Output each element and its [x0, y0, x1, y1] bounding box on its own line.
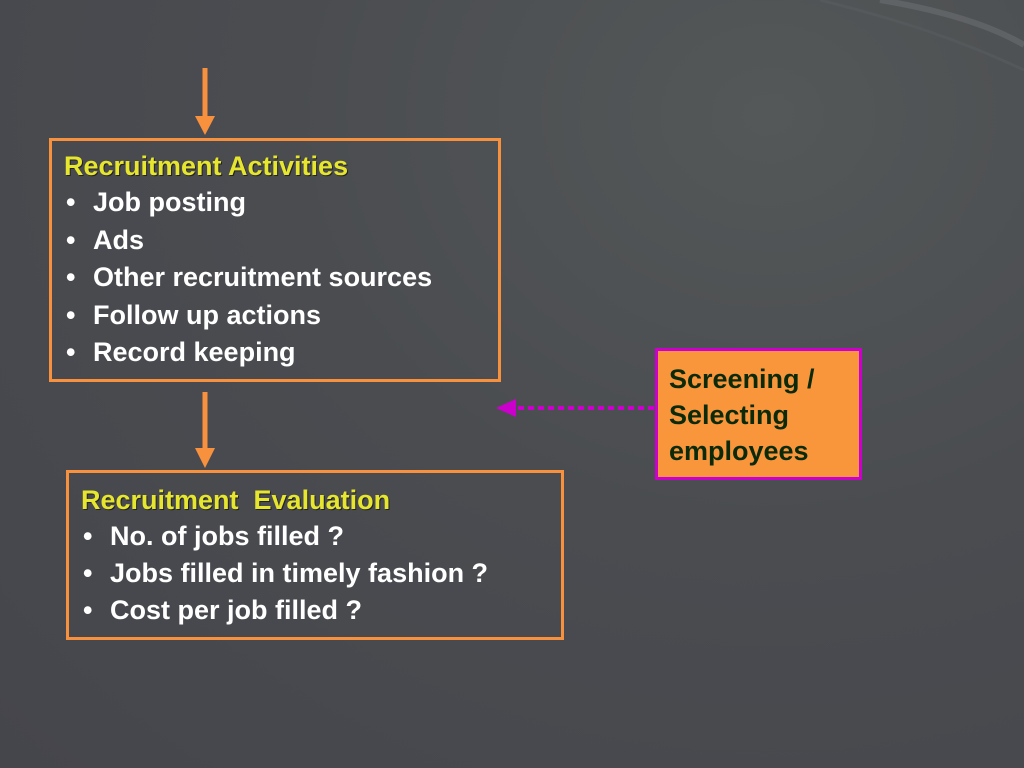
- recruitment-activities-box: Recruitment Activities Job posting Ads O…: [49, 138, 501, 382]
- list-item: Record keeping: [64, 334, 498, 372]
- list-item: Cost per job filled ?: [81, 592, 561, 629]
- list-item: Jobs filled in timely fashion ?: [81, 555, 561, 592]
- list-item: Follow up actions: [64, 297, 498, 335]
- recruitment-evaluation-title: Recruitment Evaluation: [81, 485, 391, 515]
- recruitment-activities-title: Recruitment Activities: [64, 151, 349, 181]
- screening-selecting-box: Screening / Selecting employees: [655, 348, 862, 480]
- recruitment-evaluation-list: No. of jobs filled ? Jobs filled in time…: [81, 518, 561, 629]
- recruitment-activities-list: Job posting Ads Other recruitment source…: [64, 184, 498, 372]
- list-item: Job posting: [64, 184, 498, 222]
- recruitment-evaluation-box: Recruitment Evaluation No. of jobs fille…: [66, 470, 564, 640]
- list-item: Other recruitment sources: [64, 259, 498, 297]
- screening-selecting-label: Screening / Selecting employees: [669, 364, 815, 466]
- list-item: Ads: [64, 222, 498, 260]
- list-item: No. of jobs filled ?: [81, 518, 561, 555]
